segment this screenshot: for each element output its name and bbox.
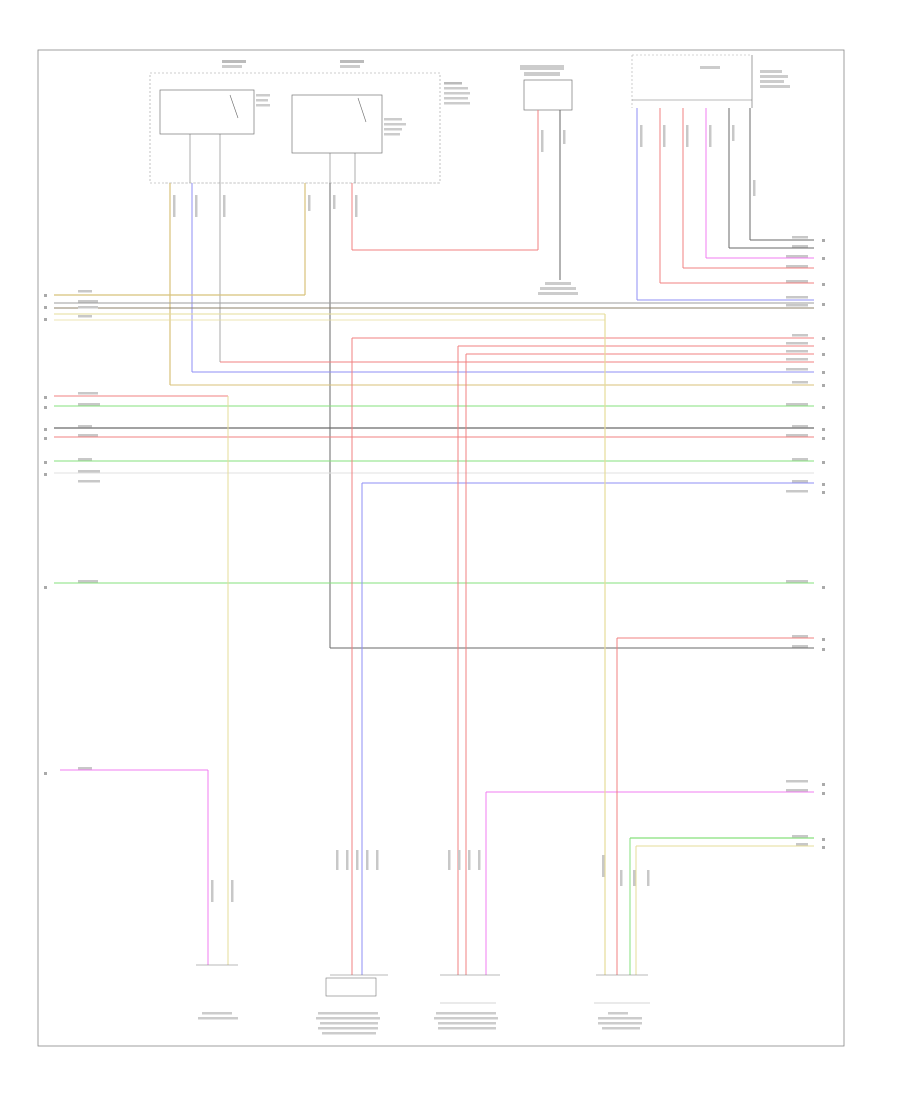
main-bus-wires bbox=[54, 183, 814, 847]
component-vertical-wires bbox=[207, 314, 637, 975]
bottom-component-1 bbox=[196, 964, 238, 1020]
top-right-vertical-wires bbox=[636, 108, 751, 300]
bottom-component-2 bbox=[316, 974, 388, 1035]
bottom-component-4 bbox=[594, 974, 650, 1030]
diagram-border bbox=[37, 49, 845, 1047]
vertical-wire-labels bbox=[173, 125, 756, 902]
left-pin-markers bbox=[44, 294, 47, 775]
bottom-component-3 bbox=[434, 974, 500, 1030]
right-top-wire-group bbox=[637, 239, 814, 301]
left-wire-labels bbox=[78, 290, 100, 770]
right-wire-labels bbox=[786, 236, 808, 846]
right-pin-markers bbox=[822, 239, 825, 849]
relay-labels bbox=[222, 60, 470, 136]
top-right-connector bbox=[631, 54, 790, 108]
top-middle-module bbox=[520, 65, 578, 295]
relay-box bbox=[149, 72, 441, 184]
